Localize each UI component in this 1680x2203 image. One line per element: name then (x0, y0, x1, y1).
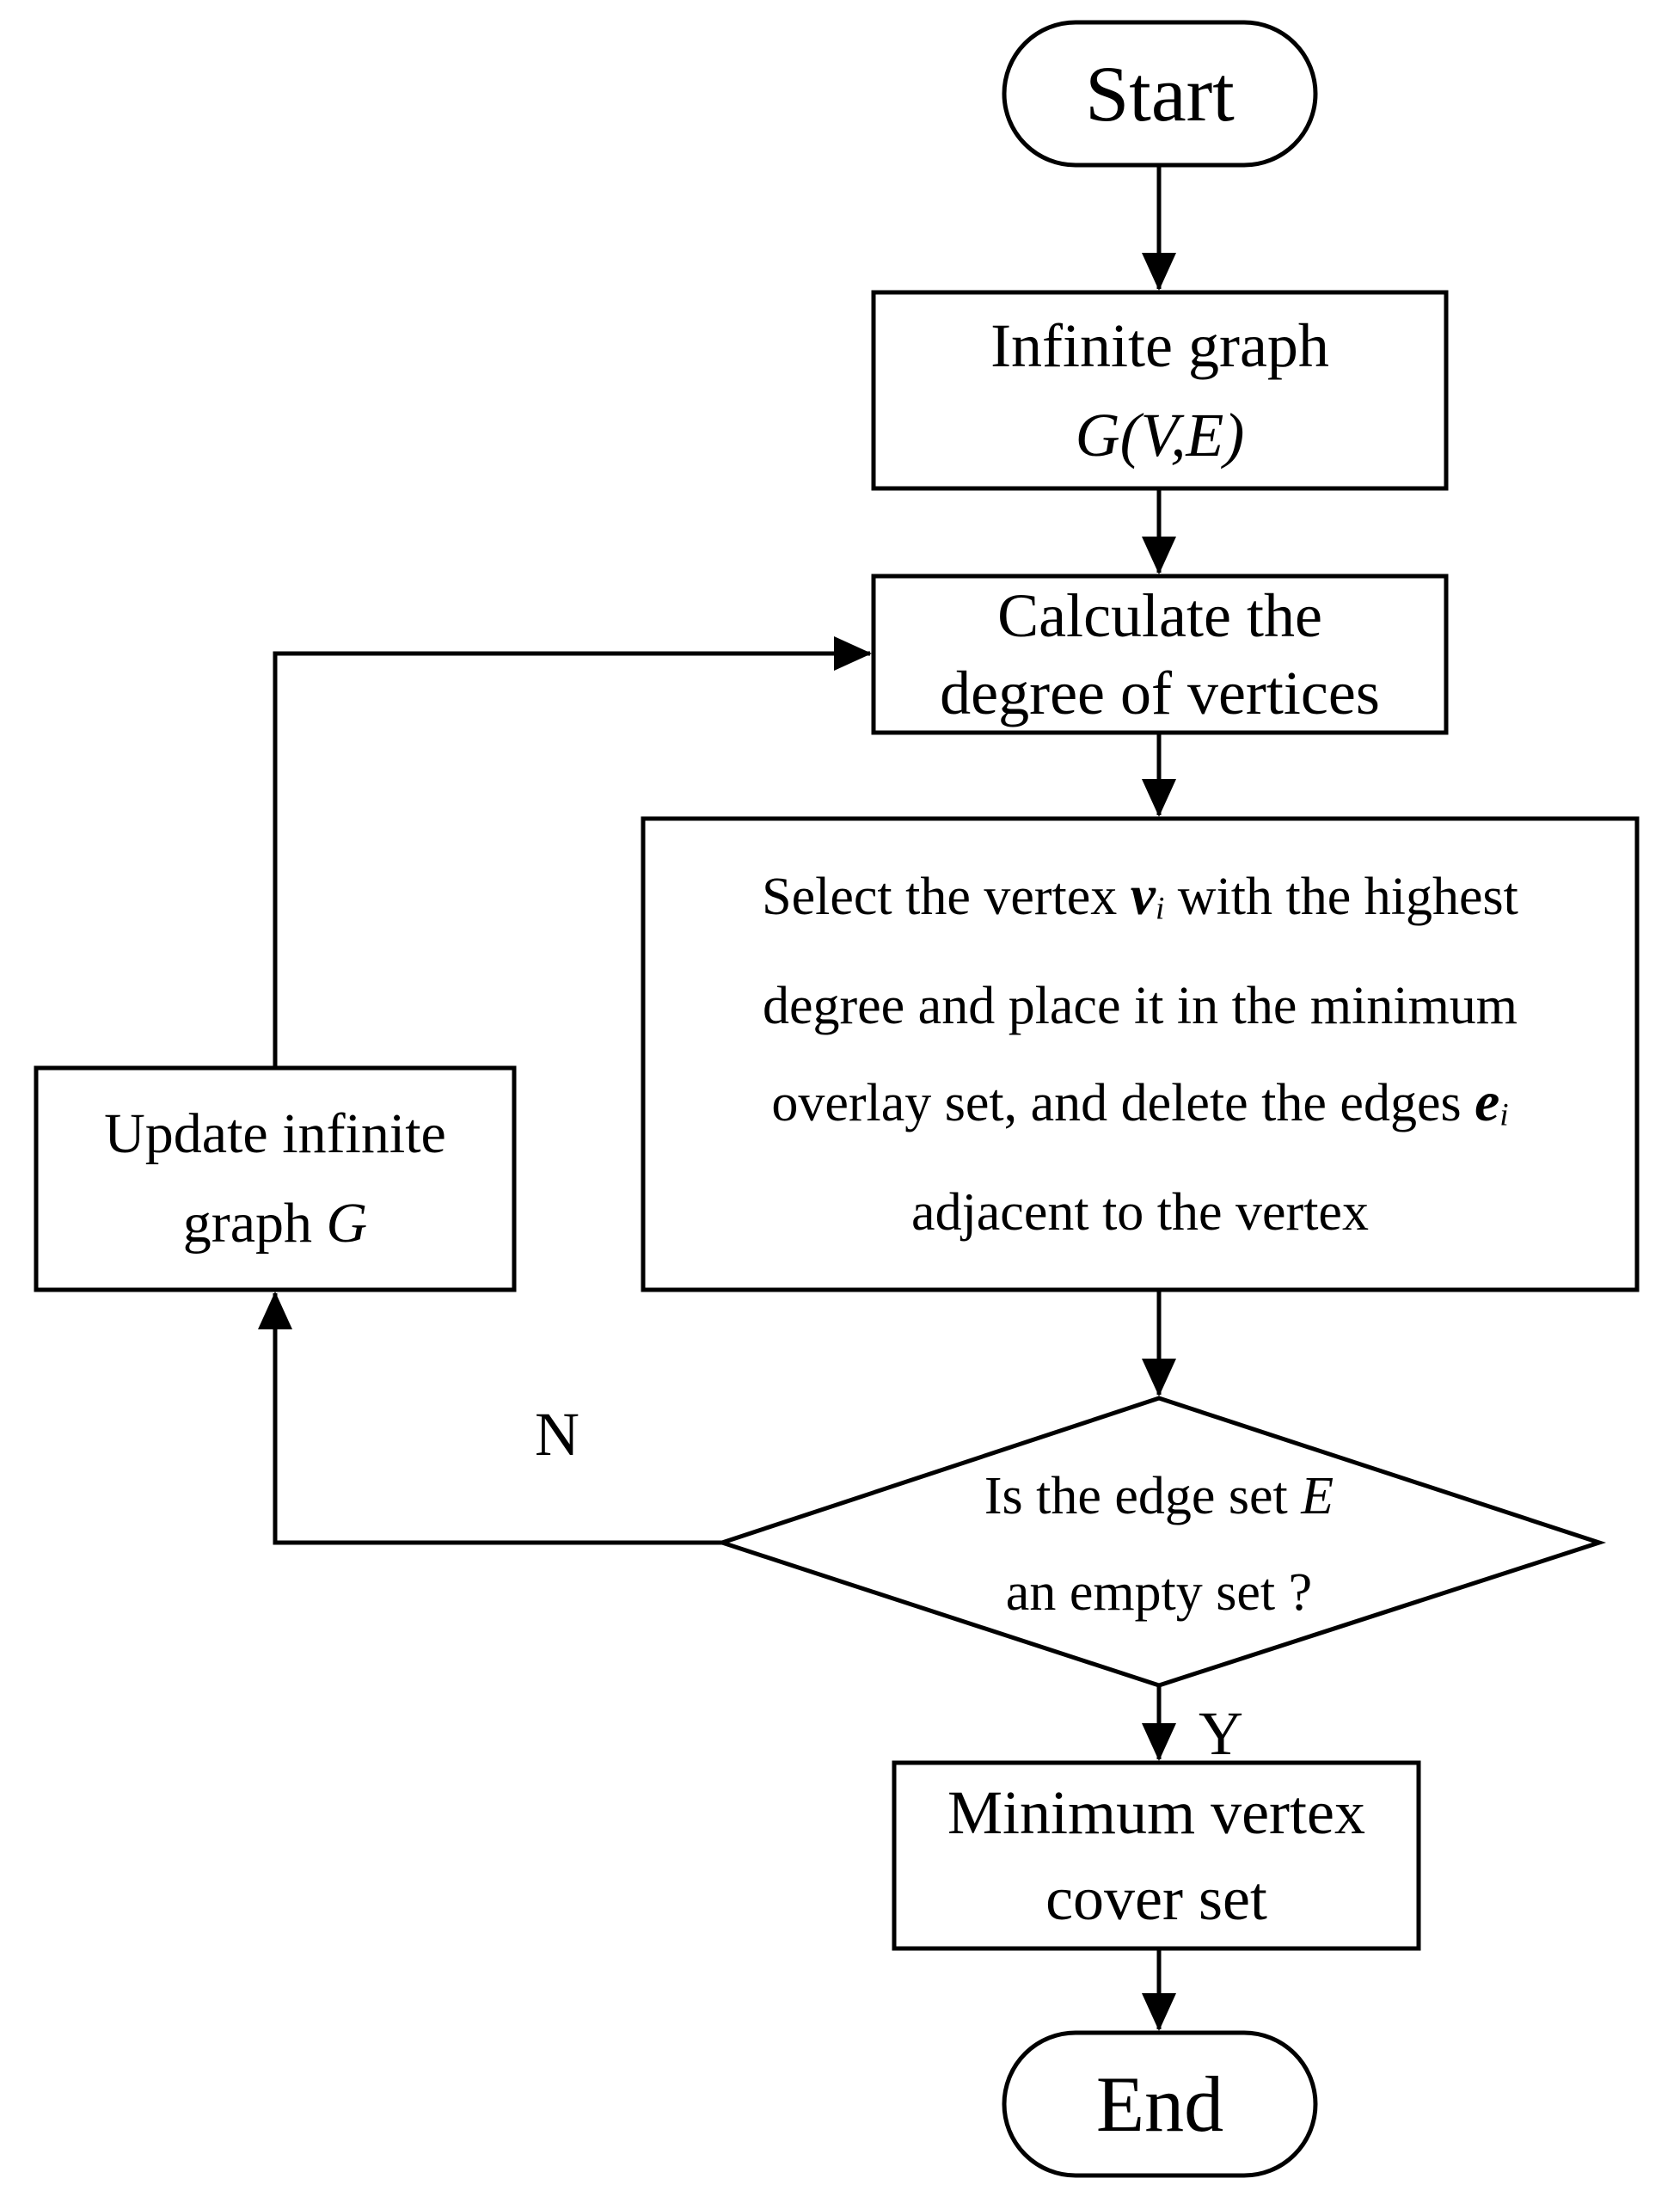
min-cover-node: Minimum vertex cover set (894, 1763, 1419, 1948)
infinite-graph-box (871, 290, 1449, 491)
start-label: Start (1085, 50, 1235, 138)
select-vertex-line-1: Select the vertex vi with the highest (762, 864, 1518, 928)
decision-diamond (714, 1396, 1607, 1688)
start-node: Start (1004, 22, 1315, 165)
update-graph-line-1: Update infinite (104, 1102, 446, 1165)
update-graph-line-2: graph G (182, 1192, 368, 1255)
select-vertex-line-2: degree and place it in the minimum (762, 977, 1518, 1035)
select-vertex-line-4: adjacent to the vertex (911, 1182, 1369, 1242)
select-vertex-box (641, 816, 1640, 1292)
branch-label-yes: Y (1199, 1698, 1243, 1768)
start-terminator-shape (1002, 20, 1318, 168)
select-vertex-line-3: overlay set, and delete the edges ei (771, 1071, 1509, 1133)
update-graph-node: Update infinite graph G (36, 1068, 514, 1290)
min-cover-line-2: cover set (1045, 1864, 1267, 1933)
calculate-degree-line-1: Calculate the (997, 581, 1322, 650)
update-graph-box (34, 1065, 517, 1292)
infinite-graph-line-1: Infinite graph (990, 311, 1329, 380)
min-cover-line-1: Minimum vertex (947, 1778, 1365, 1847)
arrow-update-to-calculate-loop (273, 636, 872, 1068)
infinite-graph-node: Infinite graph G(V,E) (874, 292, 1446, 488)
end-terminator-shape (1002, 2030, 1318, 2178)
empty-set-decision-line-2: an empty set ? (1005, 1563, 1313, 1622)
empty-set-decision-node: Is the edge set E an empty set ? (755, 1445, 1563, 1644)
calculate-degree-node: Calculate the degree of vertices (874, 576, 1446, 733)
calculate-degree-box (871, 574, 1449, 735)
select-vertex-node: Select the vertex vi with the highest de… (643, 819, 1637, 1290)
empty-set-decision-line-1: Is the edge set E (984, 1467, 1334, 1525)
branch-label-no: N (535, 1399, 579, 1469)
calculate-degree-line-2: degree of vertices (940, 659, 1380, 727)
arrow-decision-to-update-n-branch (258, 1292, 722, 1545)
end-label: End (1095, 2060, 1224, 2148)
end-node: End (1004, 2033, 1315, 2175)
min-cover-box (892, 1760, 1421, 1951)
infinite-graph-line-2: G(V,E) (1075, 401, 1245, 469)
